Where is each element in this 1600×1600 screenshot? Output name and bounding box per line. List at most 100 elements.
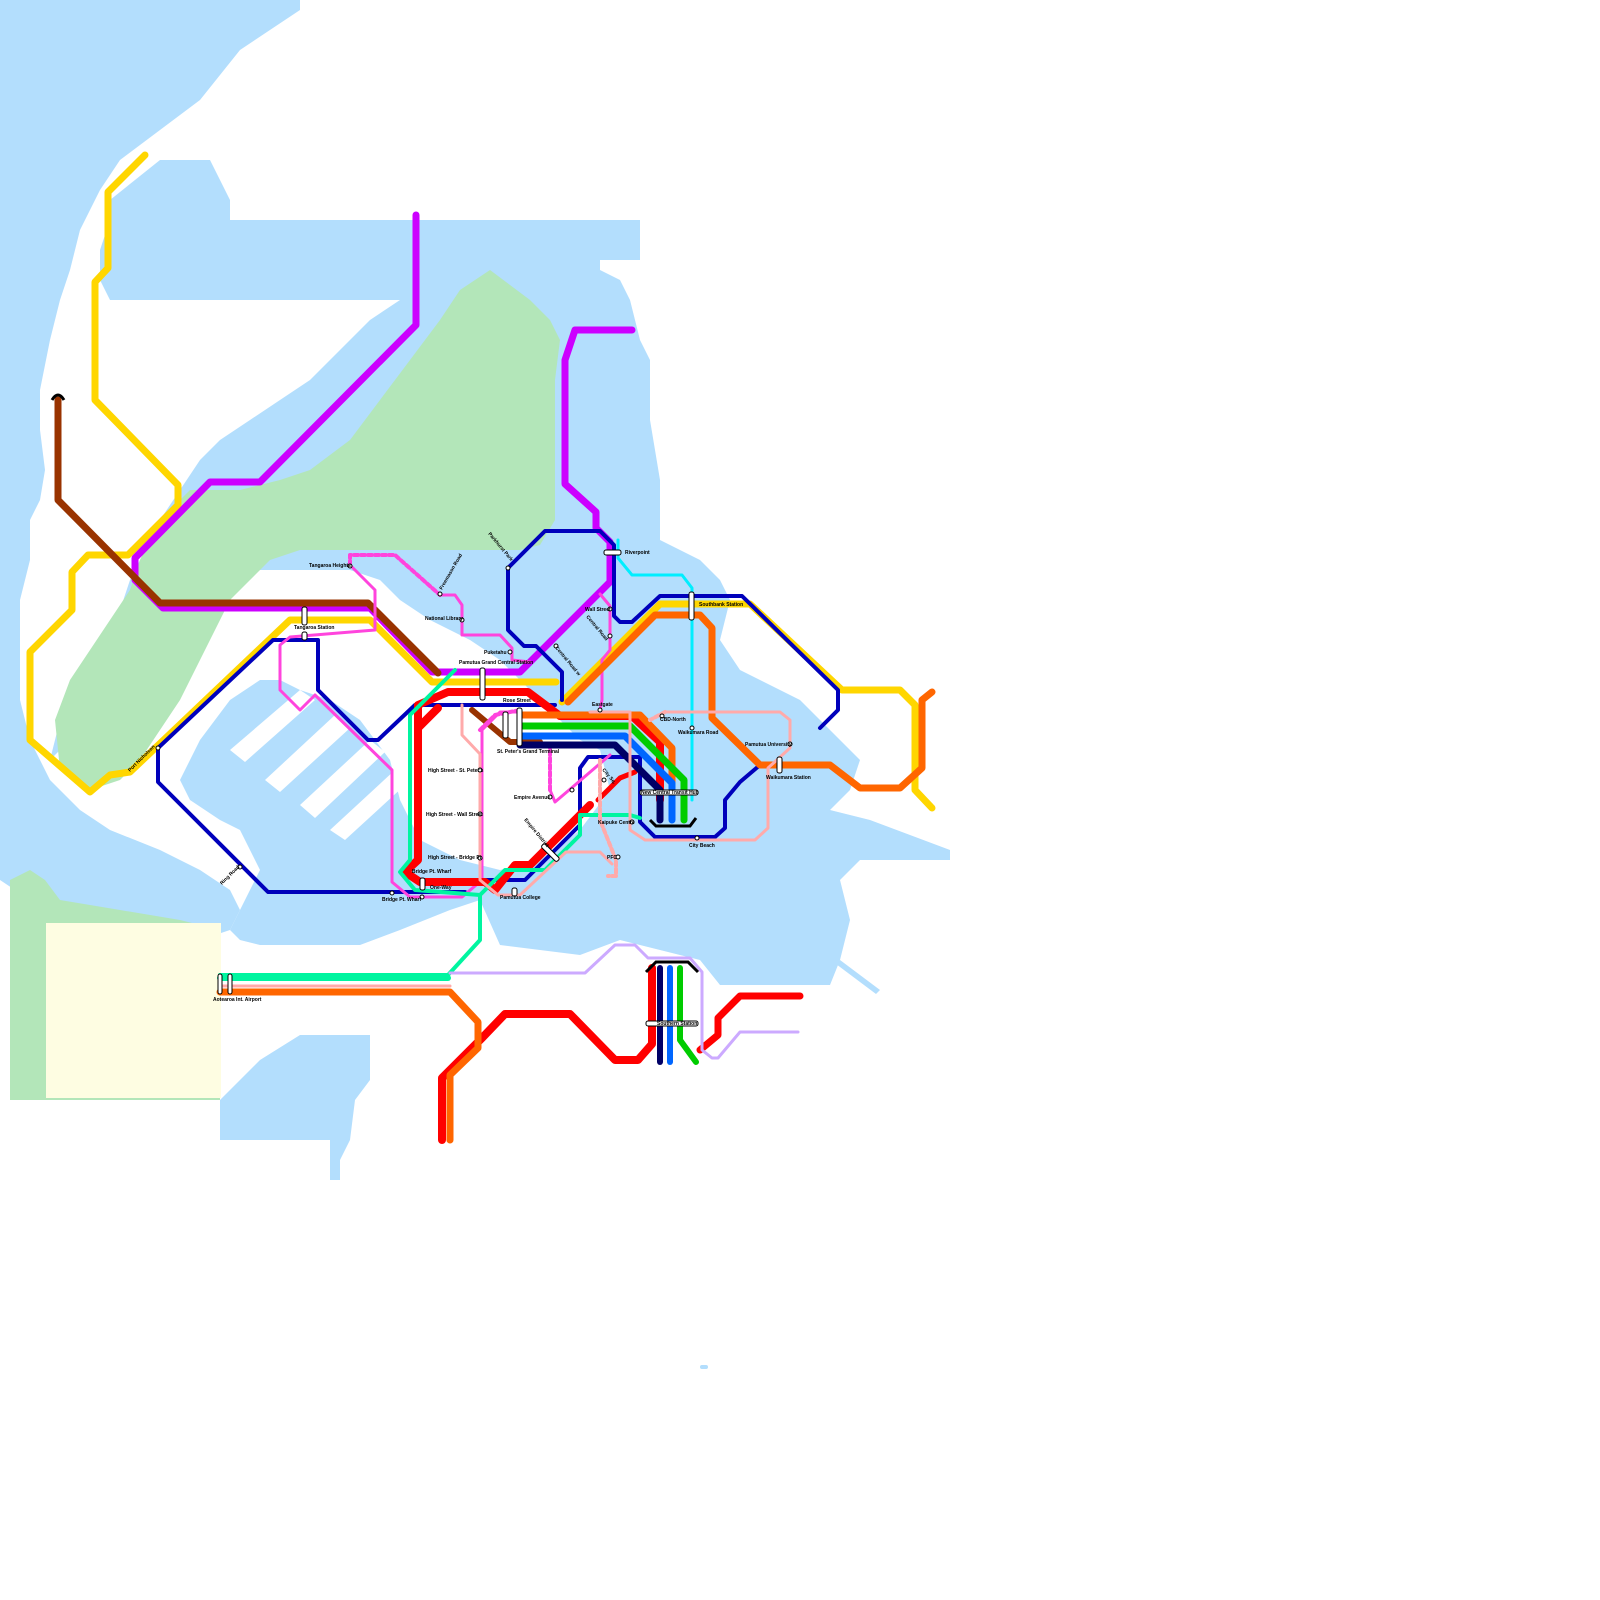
- label-eastgate: Eastgate: [592, 702, 613, 708]
- line-navy: [156, 746, 467, 894]
- rose-street-marker[interactable]: [569, 787, 575, 793]
- southbank-marker[interactable]: [688, 591, 695, 621]
- central-road-marker[interactable]: [607, 633, 613, 639]
- label-grand-central: Pamutua Grand Central Station: [459, 660, 533, 666]
- southeast-channel: [836, 960, 880, 994]
- line-green-south: [677, 965, 699, 1065]
- line-salmon: [460, 703, 614, 897]
- south-shore-strip: [10, 1100, 220, 1170]
- line-yellow: [26, 151, 560, 796]
- tangaroa-station-marker[interactable]: [301, 606, 308, 626]
- kaipuke-centre-marker[interactable]: [629, 819, 635, 825]
- central-park: [55, 270, 560, 790]
- pamutua-college-marker[interactable]: [511, 887, 518, 897]
- line-red-south: [438, 964, 656, 1144]
- tangaroa-station-marker-2[interactable]: [301, 631, 308, 641]
- label-puketahu: Puketahu: [484, 650, 507, 656]
- southern-inlet: [220, 1035, 370, 1180]
- line-red-south-2: [696, 992, 804, 1054]
- label-st-peters: St. Peter's Grand Terminal: [497, 749, 560, 755]
- line-pink-4: [548, 753, 612, 804]
- terminal-cap-south: [644, 960, 700, 974]
- port-nicholson-marker[interactable]: [155, 745, 161, 751]
- tangaroa-heights-marker[interactable]: [347, 563, 353, 569]
- line-green: [516, 722, 688, 824]
- line-navy-3: [506, 529, 840, 730]
- label-rose-street: Rose Street: [503, 698, 531, 704]
- waikumara-road-marker[interactable]: [689, 725, 695, 731]
- grand-central-marker[interactable]: [479, 667, 486, 701]
- wall-street-marker[interactable]: [607, 606, 613, 612]
- riverpoint-marker[interactable]: [603, 549, 622, 556]
- high-st-st-peters-marker[interactable]: [477, 767, 483, 773]
- label-bridge-pt-wharf-n: Bridge Pt. Wharf: [412, 869, 452, 875]
- line-pink-2: [438, 593, 532, 664]
- terminal-caps: [50, 393, 700, 974]
- airport-marker-2[interactable]: [227, 973, 233, 995]
- small-islet: [700, 1365, 708, 1369]
- bridge-pt-wharf-marker-2[interactable]: [419, 894, 425, 900]
- label-city-beach: City Beach: [689, 843, 715, 849]
- line-purple: [131, 211, 636, 676]
- pier-4: [330, 770, 405, 840]
- terminal-cap-hub: [648, 817, 698, 828]
- label-pamutua-college: Pamutua College: [500, 895, 541, 901]
- southern-station-marker[interactable]: [645, 1020, 699, 1027]
- pier-1: [230, 690, 315, 762]
- line-blue: [516, 732, 676, 824]
- high-st-wall-st-marker[interactable]: [477, 811, 483, 817]
- label-high-st-bridge-pt: High Street - Bridge Pt.: [428, 855, 483, 861]
- central-road-w-marker[interactable]: [553, 643, 559, 649]
- puketahu-marker[interactable]: [507, 649, 513, 655]
- bridge-pt-wharf-marker[interactable]: [389, 890, 395, 896]
- label-one-way: One-Way: [430, 885, 452, 891]
- label-tangaroa-heights: Tangaroa Heights: [309, 563, 351, 569]
- parkhurst-park-marker[interactable]: [505, 565, 511, 571]
- label-wall-street: Wall Street: [585, 607, 611, 613]
- national-library-marker[interactable]: [459, 617, 465, 623]
- pamutua-university-marker[interactable]: [787, 741, 793, 747]
- freemason-road-marker[interactable]: [437, 591, 443, 597]
- line-orange-2: [216, 988, 482, 1144]
- new-central-hub-marker[interactable]: [639, 789, 699, 796]
- waikumara-station-marker[interactable]: [776, 756, 783, 774]
- label-bridge-pt-wharf-s: Bridge Pt. Wharf: [382, 897, 422, 903]
- station-markers: [155, 549, 793, 1027]
- pier-2: [265, 715, 350, 792]
- pier-3: [300, 740, 385, 818]
- line-navy-2: [156, 638, 557, 750]
- city-beach-marker[interactable]: [694, 835, 700, 841]
- cbd-north-marker[interactable]: [659, 713, 665, 719]
- line-pink: [278, 563, 522, 899]
- piers: [10, 690, 405, 1170]
- city-sq-marker[interactable]: [601, 777, 607, 783]
- label-national-library: National Library: [425, 616, 463, 622]
- label-empire-district: Empire District: [522, 817, 550, 848]
- label-southern-station: Southern Station: [657, 1021, 697, 1027]
- label-pfc: PFC: [607, 855, 617, 861]
- pfc-marker[interactable]: [615, 854, 621, 860]
- empire-district-marker[interactable]: [541, 843, 560, 862]
- high-st-bridge-pt-marker[interactable]: [477, 855, 483, 861]
- label-tangaroa-station: Tangaroa Station: [294, 625, 334, 631]
- line-orange-3: [516, 711, 676, 804]
- label-empire-avenue: Empire Avenue: [514, 795, 550, 801]
- label-airport: Aotearoa Int. Airport: [213, 997, 262, 1003]
- western-sea: [0, 0, 300, 940]
- label-ring-road: Ring Road: [219, 864, 241, 886]
- label-southbank: Southbank Station: [699, 602, 743, 608]
- label-high-st-wall-st: High Street - Wall Street: [426, 812, 483, 818]
- line-pink-3: [598, 592, 612, 712]
- st-peters-marker[interactable]: [516, 707, 523, 747]
- empire-avenue-marker[interactable]: [547, 794, 553, 800]
- airport-marker[interactable]: [217, 973, 223, 995]
- airport-zone: [46, 923, 221, 1098]
- line-pink-dash: [348, 553, 442, 597]
- label-cbd-north: CBD-North: [660, 717, 686, 723]
- line-brown: [54, 396, 442, 677]
- st-peters-marker-2[interactable]: [502, 711, 509, 739]
- eastgate-marker[interactable]: [597, 707, 603, 713]
- ring-road-marker[interactable]: [237, 864, 243, 870]
- one-way-marker[interactable]: [419, 877, 426, 891]
